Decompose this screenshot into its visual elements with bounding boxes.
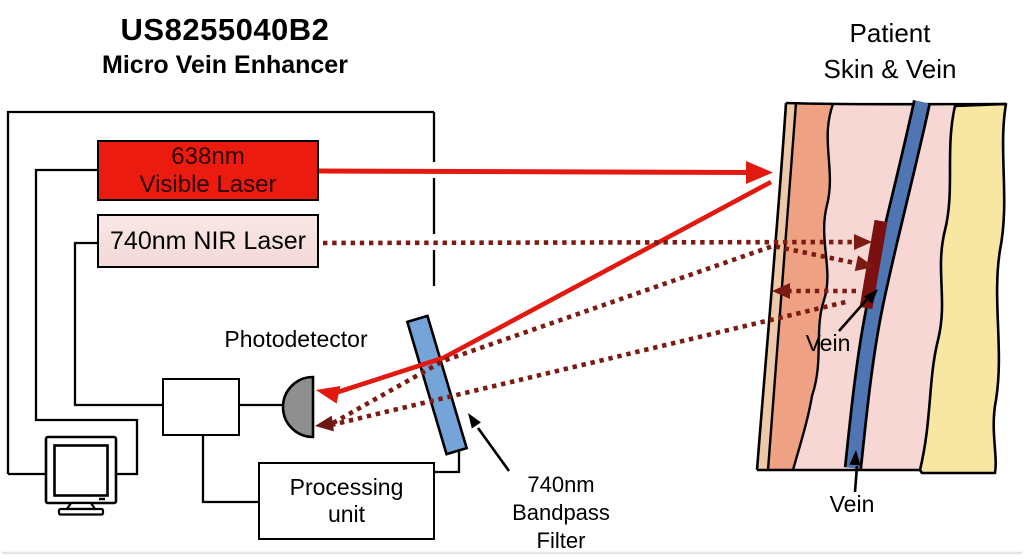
filter-label-line2: Bandpass — [512, 500, 610, 525]
visible-laser-wavelength: 638nm — [171, 142, 245, 170]
vein-label-lower: Vein — [829, 491, 875, 517]
control-box — [162, 378, 240, 436]
skin-outline-dermis — [791, 103, 835, 471]
skin-illustration — [755, 100, 1008, 475]
bandpass-filter-icon — [405, 314, 469, 456]
device-wiring — [6, 110, 461, 504]
skin-outline-top — [785, 101, 1007, 106]
nir-scatter-arrow — [772, 283, 856, 299]
wire-control-processing — [201, 436, 258, 504]
patient-title-line2: Skin & Vein — [823, 54, 957, 84]
skin-outline-epidermis — [766, 102, 798, 471]
nir-beam-return-upper — [331, 243, 874, 426]
skin-layer-fat — [918, 102, 1008, 475]
processing-unit-line1: Processing — [289, 474, 404, 500]
filter-label-line1: 740nm — [527, 472, 595, 497]
vein-pointer-arrow-upper — [838, 289, 878, 332]
vein-pointer-arrow-lower — [849, 450, 861, 493]
skin-layer-epidermis — [757, 103, 796, 470]
nir-beam-incident — [322, 234, 872, 250]
wire-enclosure — [6, 110, 434, 474]
patient-title-line1: Patient — [849, 18, 931, 48]
skin-outline-surface — [755, 102, 788, 471]
filter-pointer-arrow — [468, 413, 511, 472]
nir-laser-box: 740nm NIR Laser — [97, 214, 319, 268]
monitor-icon — [44, 435, 118, 516]
visible-laser-name: Visible Laser — [139, 170, 277, 198]
patent-title: Micro Vein Enhancer — [102, 51, 348, 79]
vein-label-upper: Vein — [805, 330, 851, 356]
filter-label-line3: Filter — [536, 528, 586, 553]
processing-unit-line2: unit — [327, 501, 366, 527]
visible-laser-beam-out — [318, 161, 773, 184]
wire-processing-filter — [435, 450, 461, 474]
wire-visible-laser-monitor — [34, 168, 139, 476]
visible-laser-box: 638nm Visible Laser — [97, 140, 319, 201]
visible-laser-beam-return — [316, 179, 773, 404]
patent-number: US8255040B2 — [120, 12, 330, 47]
skin-layer-dermis — [768, 103, 833, 470]
nir-laser-label: 740nm NIR Laser — [110, 226, 306, 255]
processing-unit-box: Processing unit — [258, 462, 435, 540]
photodetector-icon — [281, 375, 315, 439]
bandpass-filter-label: 740nm Bandpass Filter — [481, 471, 641, 555]
patient-title: Patient Skin & Vein — [790, 15, 990, 87]
nir-beam-return-lower — [315, 298, 851, 432]
wire-nir-laser-control — [73, 241, 162, 407]
photodetector-label: Photodetector — [224, 326, 368, 352]
